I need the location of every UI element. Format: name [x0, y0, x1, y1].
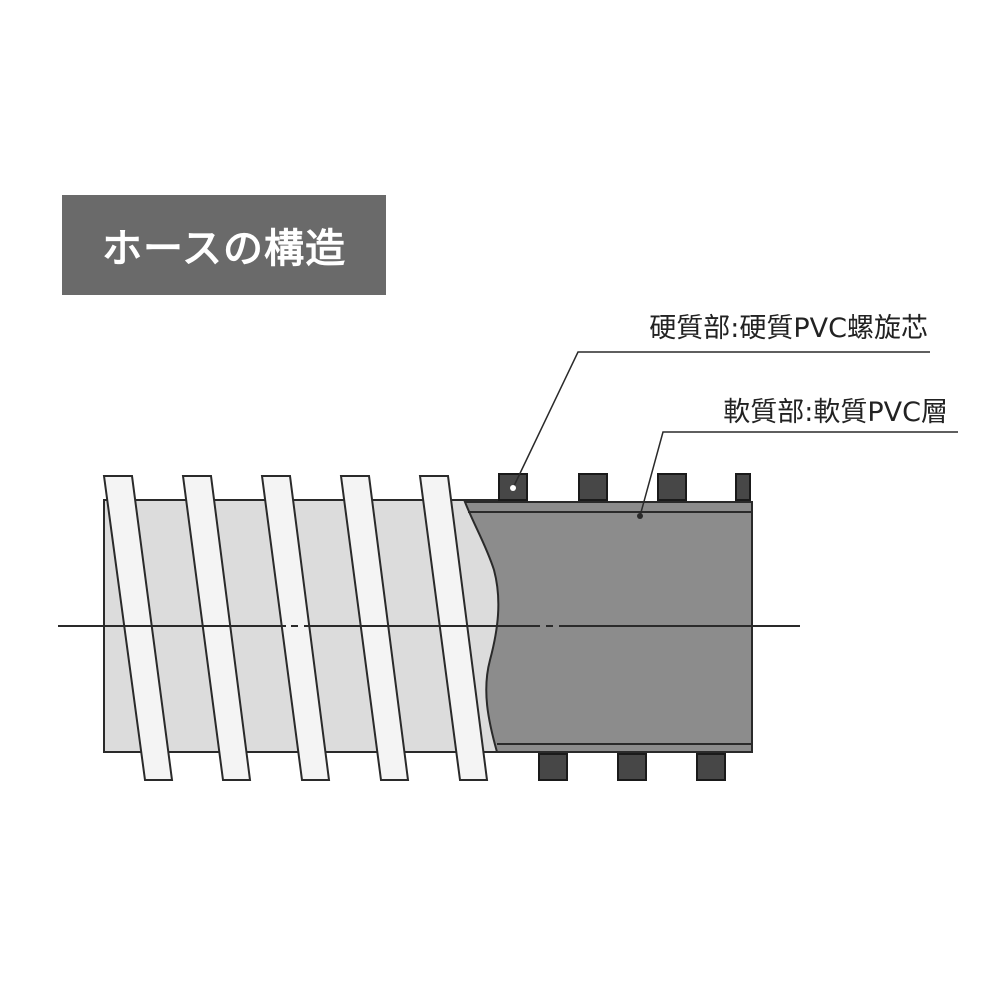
title-box: ホースの構造 [62, 195, 386, 295]
rib-section [657, 473, 687, 501]
helix-band [418, 475, 489, 781]
rib-sections-top [498, 473, 751, 501]
rib-sections-bottom [538, 753, 726, 781]
leader-hard-dot [510, 485, 516, 491]
callout-soft-part: 軟質部:軟質PVC層 [723, 397, 948, 428]
helix-band [260, 475, 331, 781]
helix-band [181, 475, 252, 781]
rib-section [538, 753, 568, 781]
helix-band [339, 475, 410, 781]
leader-soft [639, 431, 958, 517]
rib-section [578, 473, 608, 501]
diagram-title: ホースの構造 [102, 226, 346, 272]
callout-hard-part: 硬質部:硬質PVC螺旋芯 [649, 313, 928, 344]
rib-section [617, 753, 647, 781]
leader-hard [512, 351, 930, 489]
leader-soft-dot [637, 513, 643, 519]
helix-band [102, 475, 174, 781]
rib-section [696, 753, 726, 781]
rib-section [735, 473, 751, 501]
helix-bands [102, 475, 489, 781]
